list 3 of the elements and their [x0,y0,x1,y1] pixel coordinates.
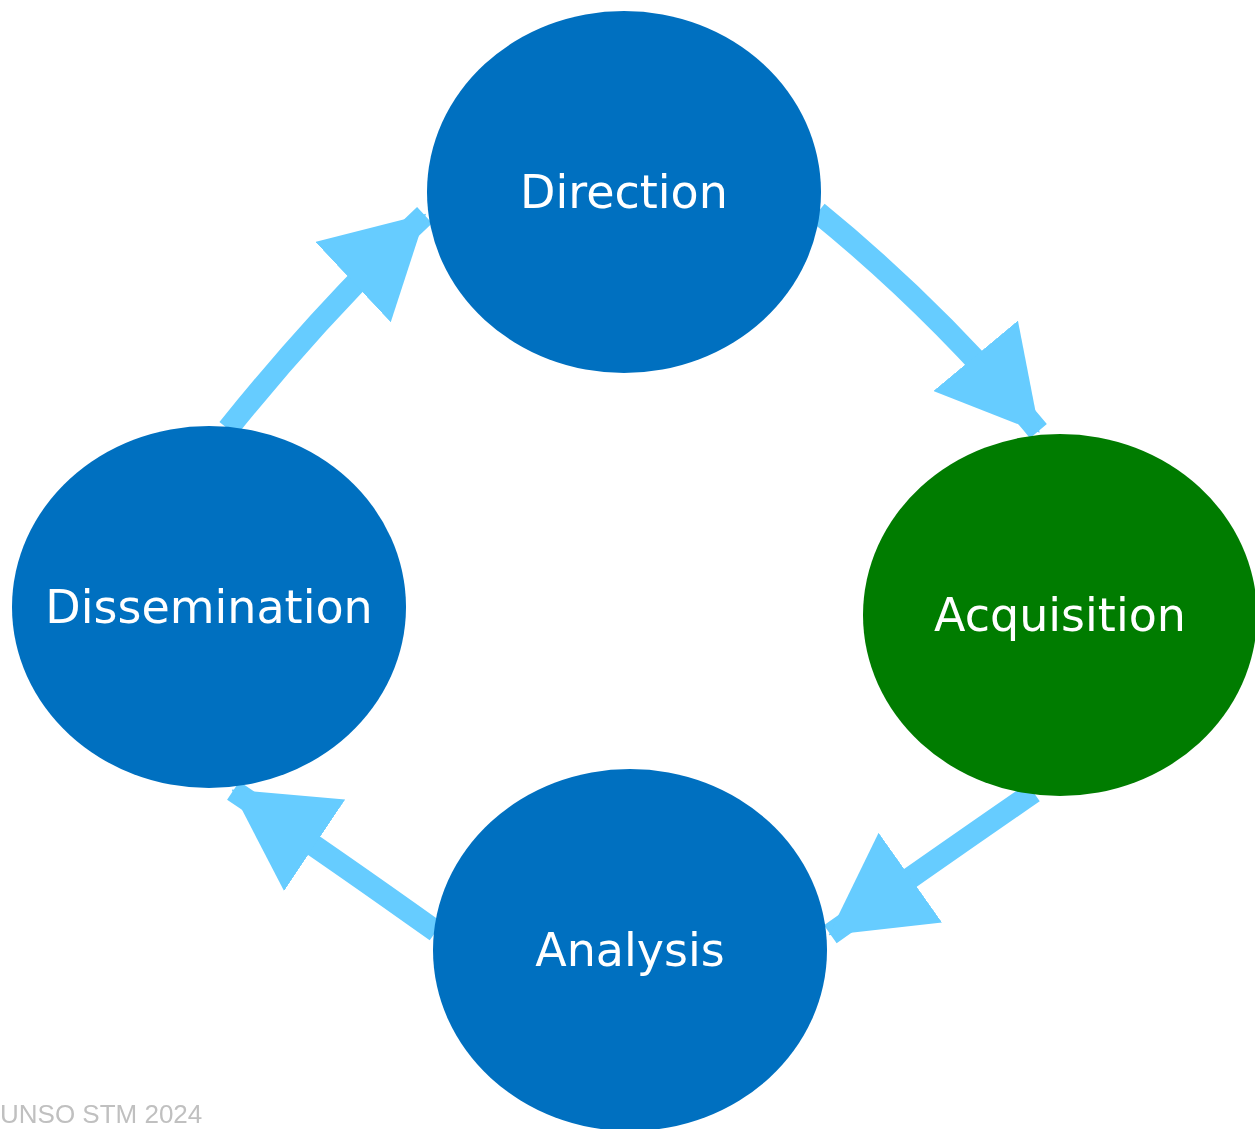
node-label: Dissemination [45,584,373,630]
credit-note: UNSO STM 2024 [0,1101,203,1127]
node-label: Direction [520,169,728,215]
